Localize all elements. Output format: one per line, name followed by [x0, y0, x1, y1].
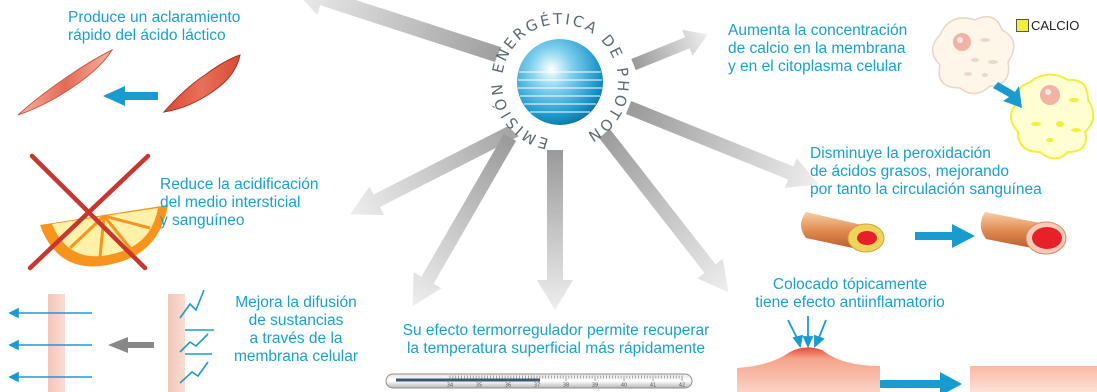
muscle-relaxed-icon: [17, 48, 114, 116]
text-line: Disminuye la peroxidación: [810, 145, 991, 162]
topical-arrows: [787, 316, 827, 349]
calcio-swatch: [1016, 19, 1029, 32]
cell-after-icon: [1010, 73, 1095, 160]
text-line: de sustancias: [248, 312, 344, 329]
thermometer-label: 34: [447, 383, 453, 389]
blue-arrow-calcium: [993, 82, 1022, 108]
legend-calcio-label: CALCIO: [1031, 18, 1080, 33]
arrow-to-acid: [350, 112, 541, 216]
effect-lactic-text: Produce un aclaramiento rápido del ácido…: [68, 9, 240, 45]
skin-healed-icon: [970, 366, 1097, 392]
effect-perox-text: Disminuye la peroxidación de ácidos gras…: [810, 145, 1042, 199]
text-line: Su efecto termorregulador permite recupe…: [402, 322, 710, 339]
center-emblem: EMISIÓN ENERGÉTICA DE PHOTON: [488, 9, 630, 152]
arrow-to-inflam: [596, 126, 729, 293]
arrow-to-calcium: [631, 29, 708, 71]
thermometer-icon: 34 35 36 37 38 39 40 41 42: [385, 373, 693, 389]
blue-arrow-lactic: [103, 86, 158, 106]
text-line: y sanguíneo: [160, 212, 245, 229]
blue-arrow-inflam: [880, 372, 962, 392]
gray-arrow-diffusion: [108, 337, 154, 353]
radial-arrows: [292, 0, 819, 310]
thermometer-label: 39: [592, 383, 598, 389]
vessel-after-icon: [980, 212, 1067, 255]
thermometer-label: 42: [679, 383, 685, 389]
text-line: la temperatura superficial más rápidamen…: [406, 340, 706, 357]
text-line: de ácidos grasos, mejorando: [810, 163, 1010, 180]
diffusion-arrows-left: [8, 307, 92, 383]
text-line: Produce un aclaramiento: [68, 9, 241, 26]
legend-calcio: CALCIO: [1016, 18, 1079, 33]
effect-calcium-text: Aumenta la concentración de calcio en la…: [728, 22, 907, 76]
orange-slice-icon: [40, 205, 168, 267]
skin-inflamed-icon: [737, 347, 880, 392]
text-line: rápido del ácido láctico: [68, 27, 226, 44]
arrow-to-thermo: [537, 150, 573, 310]
text-line: Reduce la acidificación: [160, 176, 319, 193]
effect-diffusion-text: Mejora la difusión de sustancias a travé…: [222, 294, 370, 366]
effect-inflam-text: Colocado tópicamente tiene efecto antiin…: [735, 276, 965, 312]
arrow-to-perox: [625, 101, 819, 188]
thermometer-label: 35: [476, 383, 482, 389]
text-line: membrana celular: [233, 348, 359, 365]
membrane-left-icon: [48, 294, 65, 392]
text-line: tiene efecto antiinflamatorio: [755, 294, 945, 311]
text-line: de calcio en la membrana: [728, 40, 906, 57]
cell-before-icon: [931, 15, 1015, 95]
thermometer-label: 36: [505, 383, 511, 389]
text-line: Mejora la difusión: [235, 294, 357, 311]
muscle-contracted-icon: [162, 54, 241, 113]
text-line: del medio intersticial: [160, 194, 301, 211]
effect-thermo-text: Su efecto termorregulador permite recupe…: [378, 322, 734, 358]
text-line: y en el citoplasma celular: [728, 58, 903, 75]
text-line: a través de la: [249, 330, 343, 347]
blue-arrow-perox: [915, 224, 975, 248]
thermometer-label: 38: [563, 383, 569, 389]
effect-acid-text: Reduce la acidificación del medio inters…: [160, 176, 319, 230]
thermometer-label: 40: [621, 383, 627, 389]
arrow-to-diffusion: [412, 133, 517, 307]
arrow-to-lactic: [292, 0, 514, 67]
text-line: Aumenta la concentración: [728, 22, 908, 39]
thermometer-label: 37: [534, 383, 540, 389]
text-line: Colocado tópicamente: [772, 276, 928, 293]
cross-icon: [27, 153, 151, 271]
vessel-before-icon: [801, 212, 885, 253]
diffusion-arrows-right: [179, 289, 214, 384]
thermometer-label: 41: [650, 383, 656, 389]
text-line: por tanto la circulación sanguínea: [810, 181, 1042, 198]
membrane-right-icon: [168, 294, 185, 392]
